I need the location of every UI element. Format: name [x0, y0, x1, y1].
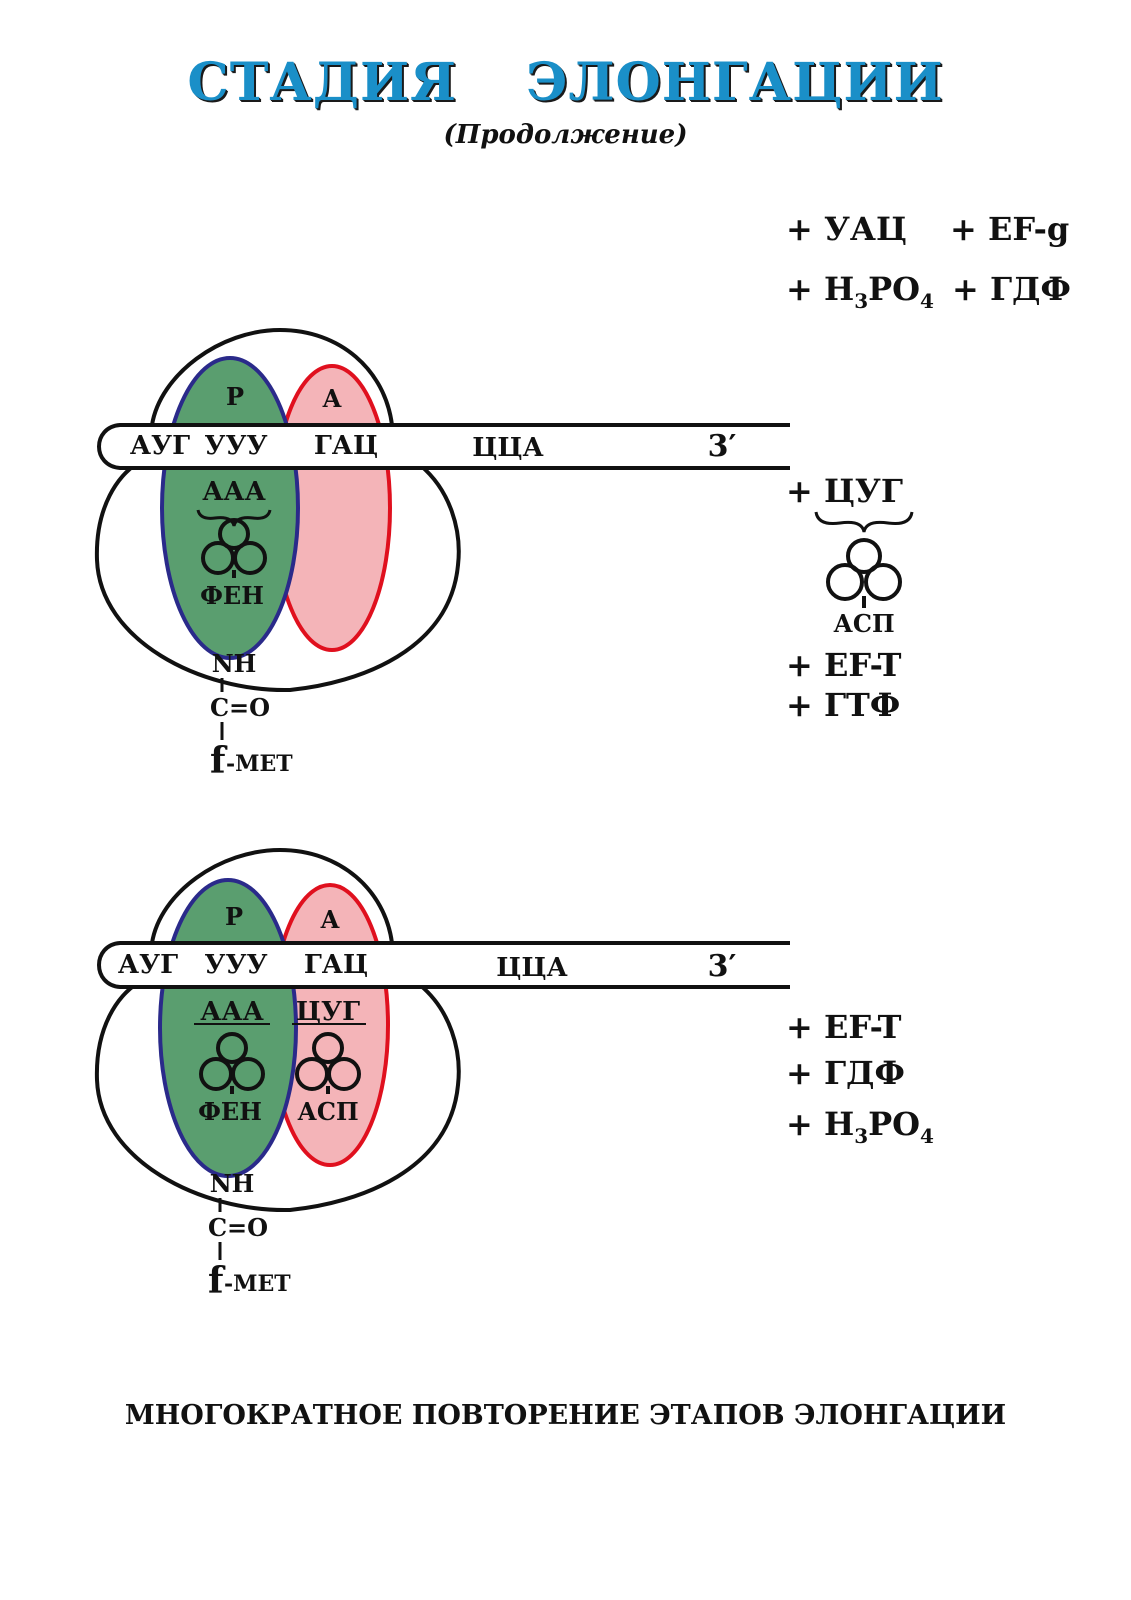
peptide-met-2: -МЕТ [224, 1271, 291, 1297]
product-h3po4-1: + H3PO4 [786, 270, 934, 313]
product-uac: + УАЦ [786, 210, 907, 248]
amino-acid-asp-2: АСП [297, 1097, 358, 1126]
product-gdp-2: + ГДФ [786, 1054, 905, 1092]
codon-gac-1: ГАЦ [314, 431, 378, 461]
a-site-label-1: А [322, 384, 342, 413]
product-ef-t-2: + EF-T [786, 1008, 902, 1046]
mrna-3prime-1: 3′ [708, 429, 737, 464]
peptide-co-1: C=O [210, 693, 270, 722]
codon-uuu-2: УУУ [204, 950, 267, 980]
diagram-1: Р А АУГ УУУ ГАЦ ЦЦА 3′ ААА ФЕН NH C=O f … [94, 210, 1071, 782]
trna-clover-icon [826, 538, 902, 608]
anticodon-aaa-1: ААА [202, 477, 266, 507]
amino-acid-phe-2: ФЕН [198, 1097, 262, 1126]
page-subtitle: (Продолжение) [443, 120, 688, 150]
peptide-nh-2: NH [210, 1169, 255, 1198]
amino-acid-phe-1: ФЕН [200, 581, 264, 610]
diagram-2: Р А АУГ УУУ ГАЦ ЦЦА 3′ ААА ФЕН ЦУГ АСП N… [94, 847, 934, 1302]
trna-clover-icon [199, 1032, 265, 1094]
incoming-codon-cug: + ЦУГ [786, 472, 903, 510]
peptide-f-2: f [208, 1260, 226, 1302]
trna-clover-icon [201, 518, 267, 578]
p-site-label-2: Р [225, 902, 243, 931]
peptide-f-1: f [210, 740, 228, 782]
incoming-amino-acid-asp: АСП [833, 609, 894, 638]
peptide-co-2: C=O [208, 1213, 268, 1242]
factor-gtp: + ГТФ [786, 686, 900, 724]
codon-gac-2: ГАЦ [304, 950, 368, 980]
codon-cca-2: ЦЦА [496, 953, 567, 983]
factor-ef-t-1: + EF-T [786, 646, 902, 684]
product-efg: + EF-g [950, 210, 1069, 248]
p-site-label-1: Р [226, 382, 244, 411]
trna-clover-icon [295, 1032, 361, 1094]
product-h3po4-2: + H3PO4 [786, 1105, 934, 1148]
codon-cca-1: ЦЦА [472, 433, 543, 463]
peptide-nh-1: NH [212, 649, 257, 678]
mrna-strand-2 [97, 941, 790, 989]
mrna-strand-1 [97, 423, 790, 470]
brace-icon [196, 509, 272, 527]
anticodon-cug-2: ЦУГ [296, 997, 360, 1027]
page-title: СТАДИЯ ЭЛОНГАЦИИ [187, 52, 944, 113]
footer-caption: МНОГОКРАТНОЕ ПОВТОРЕНИЕ ЭТАПОВ ЭЛОНГАЦИИ [124, 1400, 1007, 1431]
product-gdp-1: + ГДФ [952, 270, 1071, 308]
a-site-label-2: А [320, 905, 340, 934]
codon-aug-2: АУГ [118, 950, 178, 980]
peptide-met-1: -МЕТ [226, 751, 293, 777]
codon-aug-1: АУГ [130, 431, 190, 461]
brace-icon [814, 511, 914, 533]
codon-uuu-1: УУУ [204, 431, 267, 461]
mrna-3prime-2: 3′ [708, 949, 737, 984]
anticodon-aaa-2: ААА [200, 997, 264, 1027]
